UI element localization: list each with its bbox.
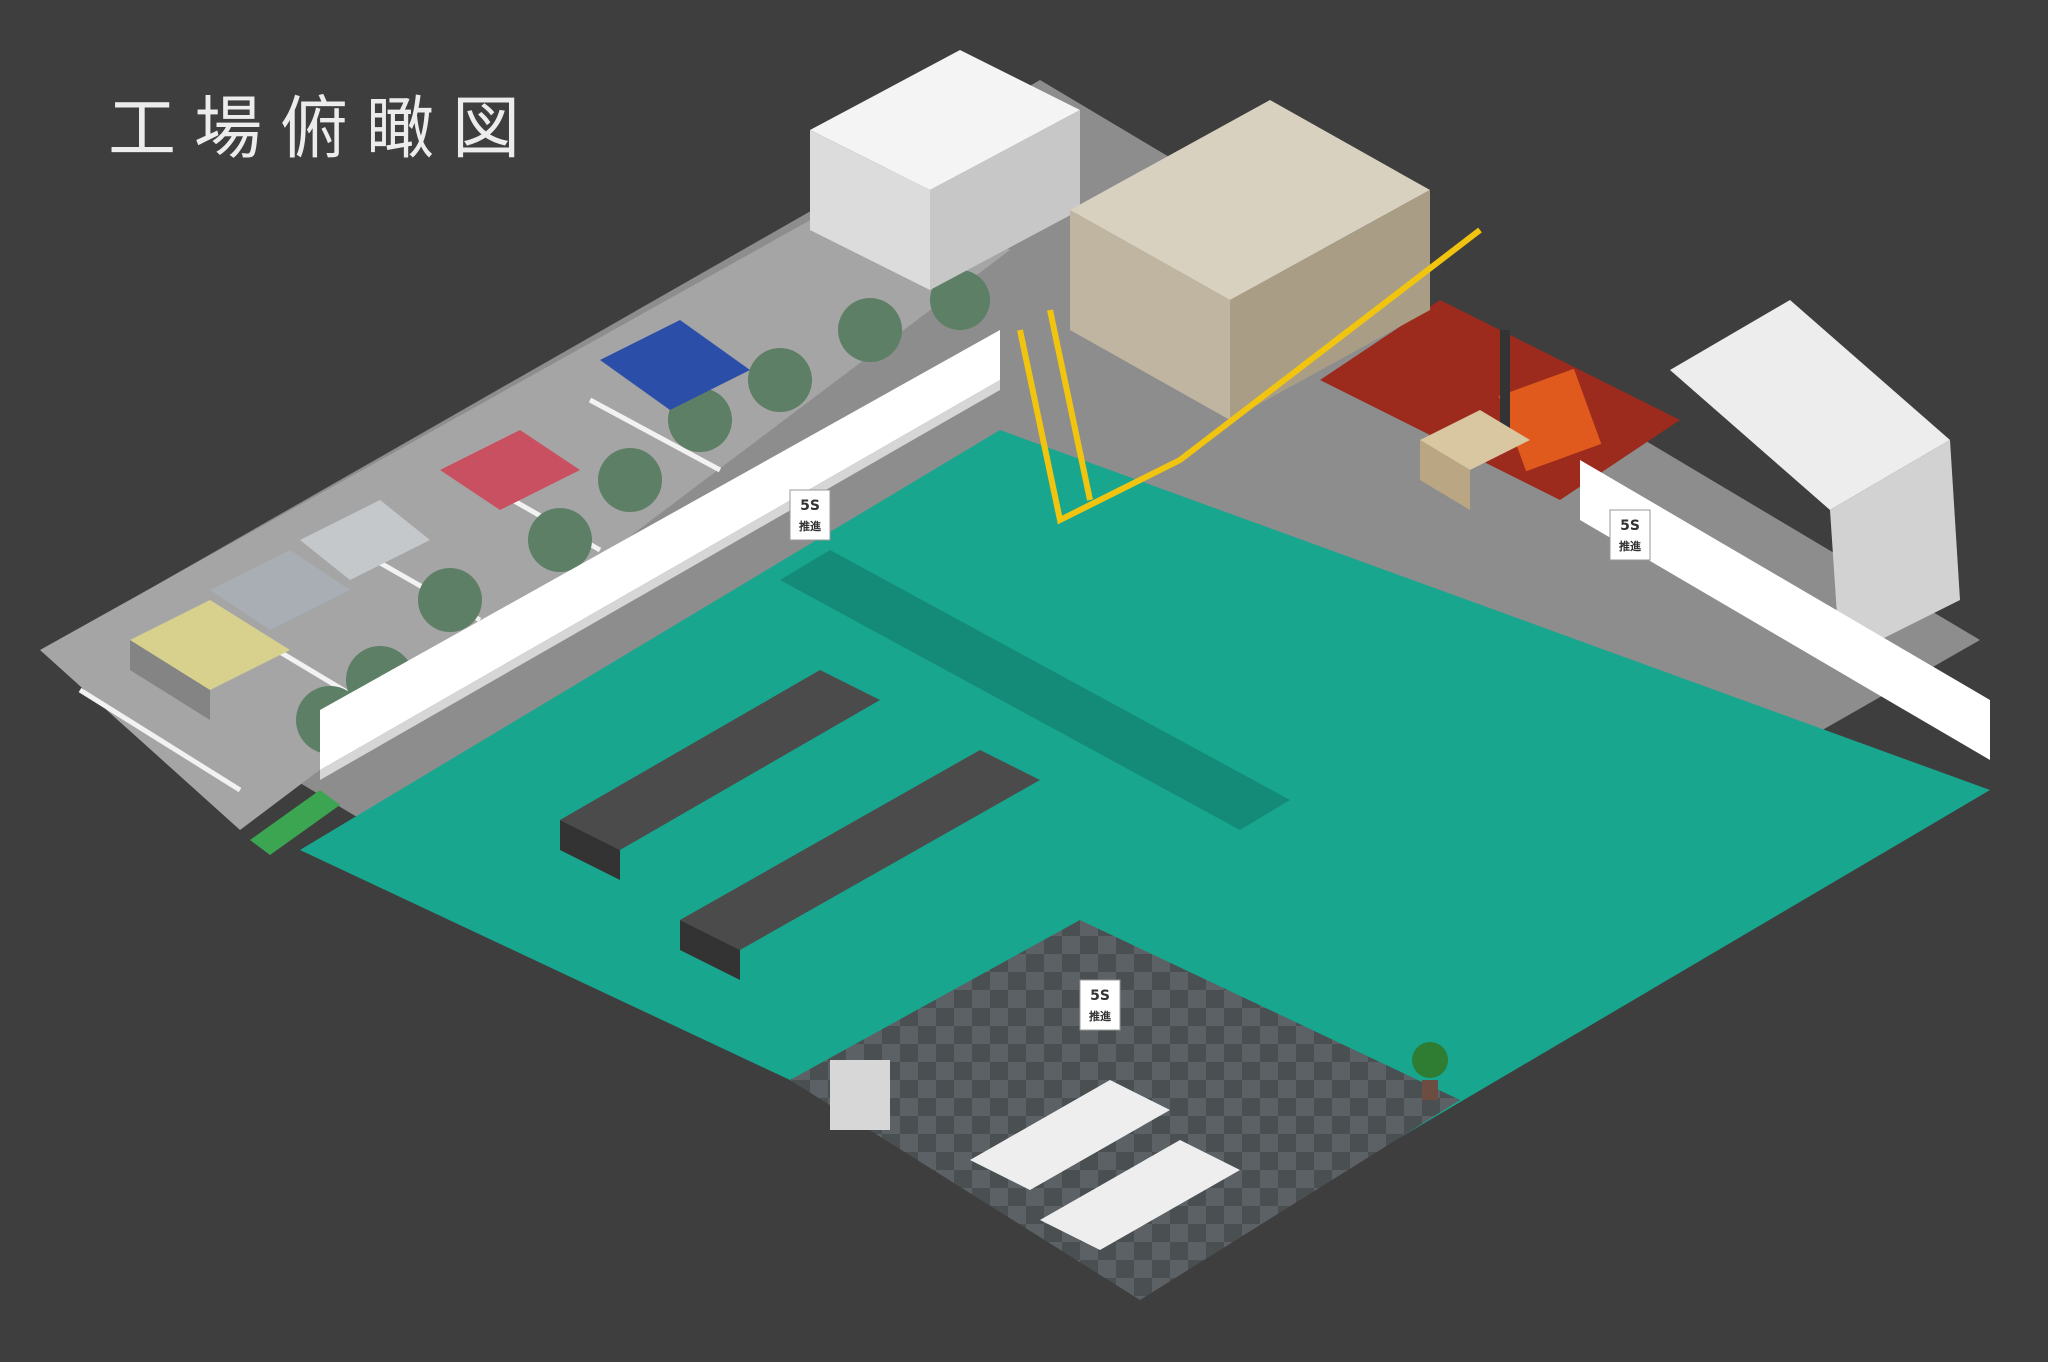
factory-floor [300, 430, 1990, 1220]
page-title: 工場俯瞰図 [108, 90, 539, 169]
five-s-label: 5S [1090, 988, 1110, 1004]
factory-wall-east [1580, 460, 1990, 760]
five-s-label: 5S [1620, 518, 1640, 534]
factory-wall-north [320, 330, 1000, 780]
truck-left [810, 50, 1080, 290]
five-s-label: 5S [800, 498, 820, 514]
parked-car [300, 500, 430, 580]
parked-car [130, 600, 290, 720]
mezzanine-railing [1017, 227, 1482, 525]
mezzanine-storage [1070, 100, 1430, 420]
tree [528, 508, 592, 572]
main-walkway [780, 550, 1290, 830]
parking-lot [40, 170, 1010, 830]
five-s-sign: 5S 推進 [1079, 979, 1121, 1031]
conveyor-line [680, 750, 1040, 980]
truck-right [1670, 300, 1960, 660]
tree [838, 298, 902, 362]
five-s-sign: 5S 推進 [1609, 509, 1651, 561]
conveyor-line [560, 670, 880, 880]
potted-plant [1412, 1042, 1448, 1100]
five-s-promotion-label: 推進 [799, 519, 822, 533]
office-desk-cluster [970, 1080, 1240, 1250]
tree [668, 388, 732, 452]
five-s-promotion-label: 推進 [1619, 539, 1642, 553]
parked-car [210, 550, 350, 630]
parked-van [600, 320, 750, 410]
pallet-stack [1420, 410, 1530, 510]
forklift [1498, 330, 1602, 472]
five-s-promotion-label: 推進 [1089, 1009, 1112, 1023]
copy-machine [830, 1060, 890, 1130]
five-s-sign: 5S 推進 [789, 489, 831, 541]
tree [598, 448, 662, 512]
tree [418, 568, 482, 632]
tree [748, 348, 812, 412]
grass-strip [250, 790, 340, 855]
tree [930, 270, 990, 330]
parked-car [440, 430, 580, 510]
